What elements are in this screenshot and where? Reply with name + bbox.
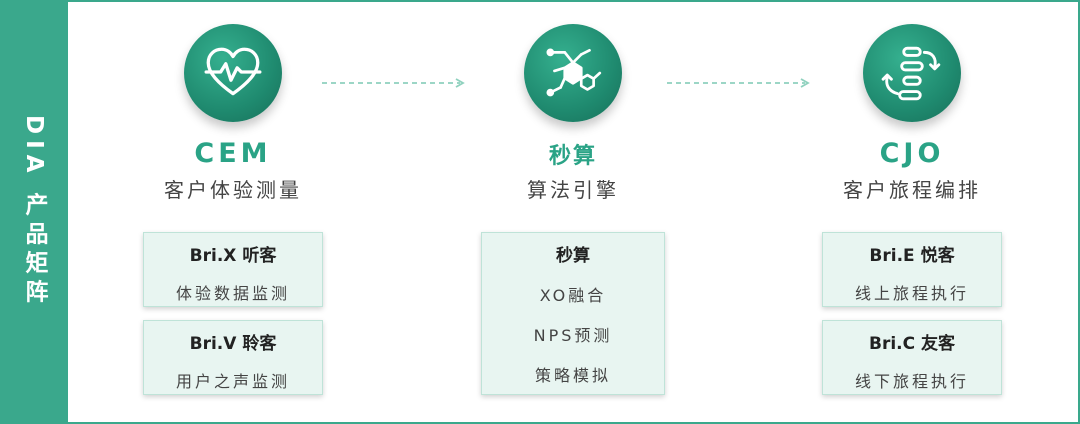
brix-desc: 体验数据监测 — [175, 284, 290, 303]
molecule-icon — [546, 48, 602, 97]
miaosuan-box-title: 秒算 — [556, 246, 590, 266]
cem-circle — [184, 24, 282, 122]
bric-box: Bri.C 友客 线下旅程执行 — [822, 320, 1002, 395]
column-cjo: CJO 客户旅程编排 Bri.E 悦客 线上旅程执行 Bri.C 友客 线下旅程… — [817, 0, 1007, 424]
briv-title: Bri.V 聆客 — [189, 334, 277, 354]
cjo-subtitle: 客户旅程编排 — [843, 178, 981, 202]
heart-pulse-icon — [204, 47, 262, 96]
briv-box: Bri.V 聆客 用户之声监测 — [143, 320, 323, 395]
sidebar: DIA 产品矩阵 — [0, 0, 68, 424]
journey-cycle-icon — [881, 46, 941, 101]
miaosuan-title: 秒算 — [548, 144, 597, 169]
cem-title: CEM — [194, 138, 272, 169]
miaosuan-item-xo: XO融合 — [539, 286, 607, 305]
bric-title: Bri.C 友客 — [868, 334, 956, 354]
briv-desc: 用户之声监测 — [175, 372, 290, 391]
miaosuan-subtitle: 算法引擎 — [527, 178, 619, 202]
sidebar-label: DIA 产品矩阵 — [21, 115, 47, 309]
flow-arrow-2 — [667, 78, 810, 88]
brie-box: Bri.E 悦客 线上旅程执行 — [822, 232, 1002, 307]
column-cem: CEM 客户体验测量 Bri.X 听客 体验数据监测 Bri.V 聆客 用户之声… — [138, 0, 328, 424]
miaosuan-box: 秒算 XO融合 NPS预测 策略模拟 — [481, 232, 665, 395]
miaosuan-item-strategy: 策略模拟 — [534, 366, 611, 385]
brie-title: Bri.E 悦客 — [869, 246, 955, 266]
flow-arrow-1 — [322, 78, 465, 88]
miaosuan-item-nps: NPS预测 — [533, 326, 613, 345]
miaosuan-circle — [524, 24, 622, 122]
column-miaosuan: 秒算 算法引擎 秒算 XO融合 NPS预测 策略模拟 — [478, 0, 668, 424]
brie-desc: 线上旅程执行 — [854, 284, 969, 303]
cem-subtitle: 客户体验测量 — [164, 178, 302, 202]
cjo-title: CJO — [879, 138, 945, 169]
brix-box: Bri.X 听客 体验数据监测 — [143, 232, 323, 307]
brix-title: Bri.X 听客 — [189, 246, 277, 266]
cjo-circle — [863, 24, 961, 122]
bric-desc: 线下旅程执行 — [854, 372, 969, 391]
